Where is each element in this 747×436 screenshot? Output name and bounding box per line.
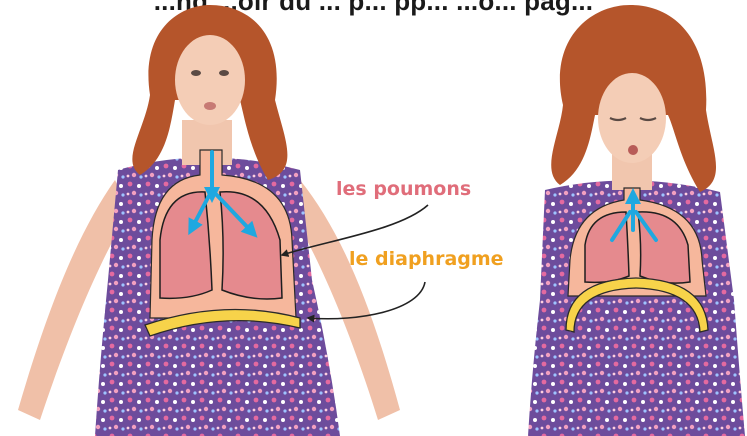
left-child-eye-left xyxy=(191,70,201,76)
label-diaphragm: le diaphragme xyxy=(349,248,504,270)
child-right xyxy=(528,5,745,436)
child-left xyxy=(18,5,400,436)
label-lungs: les poumons xyxy=(336,178,471,200)
right-child-mouth xyxy=(628,145,638,155)
left-child-face xyxy=(175,35,245,125)
left-child-eye-right xyxy=(219,70,229,76)
left-child-mouth xyxy=(204,102,216,110)
